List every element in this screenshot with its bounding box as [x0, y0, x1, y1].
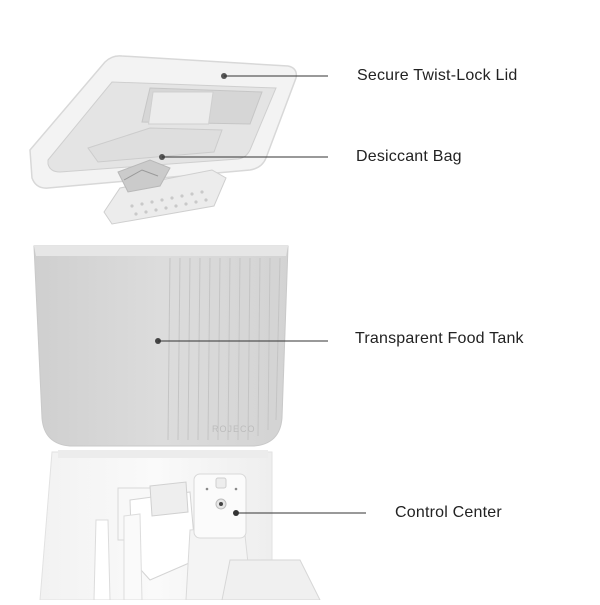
feeder-base — [39, 450, 321, 601]
twist-lock-lid — [29, 55, 298, 189]
desiccant-holder — [103, 154, 227, 225]
callout-lid-label: Secure Twist-Lock Lid — [357, 67, 518, 84]
food-tank: ROJECO — [33, 245, 289, 447]
tank-brand-mark: ROJECO — [212, 424, 256, 434]
callout-tank-label: Transparent Food Tank — [355, 330, 524, 347]
callout-desiccant-label: Desiccant Bag — [356, 148, 462, 165]
callout-control-label: Control Center — [395, 504, 502, 521]
